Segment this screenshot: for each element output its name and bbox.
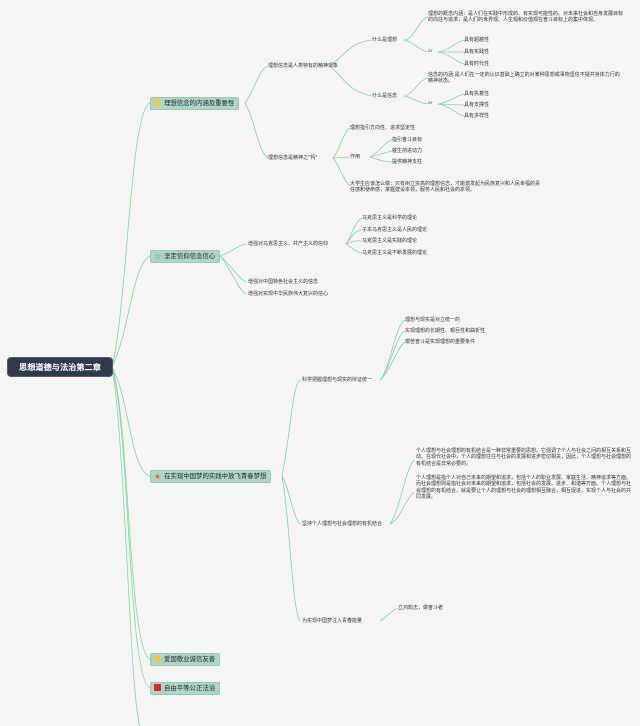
node-ideal-definition[interactable]: 理想的概念内涵：是人们在实践中形成的、有实现可能性的、对未来社会和自身发展目标的… <box>428 11 624 24</box>
root-node[interactable]: 思想道德与法治第二章 <box>8 358 112 376</box>
flag-icon <box>154 684 161 691</box>
node-item[interactable]: 理想与现实是对立统一的 <box>405 317 461 323</box>
node-item[interactable]: 子本马克思主义是人民的理论 <box>362 227 428 233</box>
node-item[interactable]: 立鸿鹄志，做奋斗者 <box>398 605 444 611</box>
lightbulb-icon <box>154 655 161 662</box>
branch-values-citizen[interactable]: 爱国敬业诚信友善 <box>150 653 221 666</box>
node-item[interactable]: 具有时代性 <box>464 61 490 67</box>
branch-label: 在实现中国梦的实践中放飞青春梦想 <box>164 472 267 480</box>
node-function[interactable]: 作用 <box>350 154 361 160</box>
node-item[interactable]: 马克思主义是实践的理论 <box>362 238 418 244</box>
node-item[interactable]: 具有超越性 <box>464 37 490 43</box>
star-icon: ☆ <box>154 252 162 261</box>
branch-values-society[interactable]: 自由平等公正法治 <box>150 682 221 695</box>
node-item[interactable]: 具有多样性 <box>464 113 490 119</box>
node-youth-energy[interactable]: 为实现中国梦注入青春能量 <box>302 618 363 624</box>
connector-or: or <box>428 49 433 54</box>
branch-label: 爱国敬业诚信友善 <box>164 655 216 663</box>
node-direction[interactable]: 理想指引方向性、追求坚定性 <box>350 125 416 131</box>
lightbulb-icon <box>154 99 161 106</box>
node-paragraph-1[interactable]: 个人理想与社会理想的有机结合是一种非常重要的思想。它强调了个人与社会之间的相互关… <box>416 448 632 467</box>
node-item[interactable]: 具有执着性 <box>464 91 490 97</box>
node-item[interactable]: 具有实践性 <box>464 49 490 55</box>
node-marxism-faith[interactable]: 增强对马克思主义、共产主义的信仰 <box>248 241 329 247</box>
node-item[interactable]: 具有支撑性 <box>464 102 490 108</box>
node-item[interactable]: 催生前进动力 <box>392 148 423 154</box>
node-what-is-ideal[interactable]: 什么是理想 <box>372 37 398 43</box>
branch-china-dream[interactable]: ★在实现中国梦的实践中放飞青春梦想 <box>150 470 272 483</box>
node-rejuvenation-confidence[interactable]: 增强对实现中华民族伟大复兴的信心 <box>248 291 329 297</box>
node-belief-definition[interactable]: 信念的内涵:是人们在一定的认识基础上确立的对某种思想或事物坚信不疑并身体力行的精… <box>428 72 620 85</box>
branch-label: 自由平等公正法治 <box>164 684 216 692</box>
connector-or: or <box>428 101 433 106</box>
node-item[interactable]: 指引奋斗目标 <box>392 137 423 143</box>
node-item[interactable]: 提供精神支柱 <box>392 159 423 165</box>
node-item[interactable]: 艰苦奋斗是实现理想的重要条件 <box>405 339 476 345</box>
node-what-is-belief[interactable]: 什么是信念 <box>372 93 398 99</box>
node-item[interactable]: 实现理想的长期性、艰巨性和曲折性 <box>405 328 486 334</box>
node-spiritual-phenomenon[interactable]: 理想信念是人类特有的精神现象 <box>268 63 339 69</box>
node-personal-social-ideal[interactable]: 坚持个人理想与社会理想的有机结合 <box>302 521 383 527</box>
star-icon: ★ <box>154 472 162 481</box>
branch-label: 坚定信仰信念信心 <box>164 252 216 260</box>
node-item[interactable]: 马克思主义是不断发展的理论 <box>362 250 428 256</box>
node-socialism-belief[interactable]: 增强对中国特色社会主义的信念 <box>248 279 319 285</box>
node-item[interactable]: 马克思主义是科学的理论 <box>362 215 418 221</box>
branch-label: 理想信念的内涵及重要性 <box>164 99 235 107</box>
node-ideal-reality[interactable]: 科学把握理想与现实的辩证统一 <box>302 377 373 383</box>
node-spiritual-calcium[interactable]: 理想信念是精神之"钙" <box>268 155 318 161</box>
branch-firm-belief[interactable]: ☆坚定信仰信念信心 <box>150 250 221 263</box>
branch-ideal-belief[interactable]: 理想信念的内涵及重要性 <box>150 97 240 110</box>
node-student-action[interactable]: 大学生应该怎么做：只有树立崇高的理想信念，才能激发起为民族复兴和人民幸福的责任感… <box>350 181 541 194</box>
node-paragraph-2[interactable]: 个人理想是指个人对自己未来的期望和追求，包括个人的职业发展、家庭生活、精神追求等… <box>416 475 632 501</box>
